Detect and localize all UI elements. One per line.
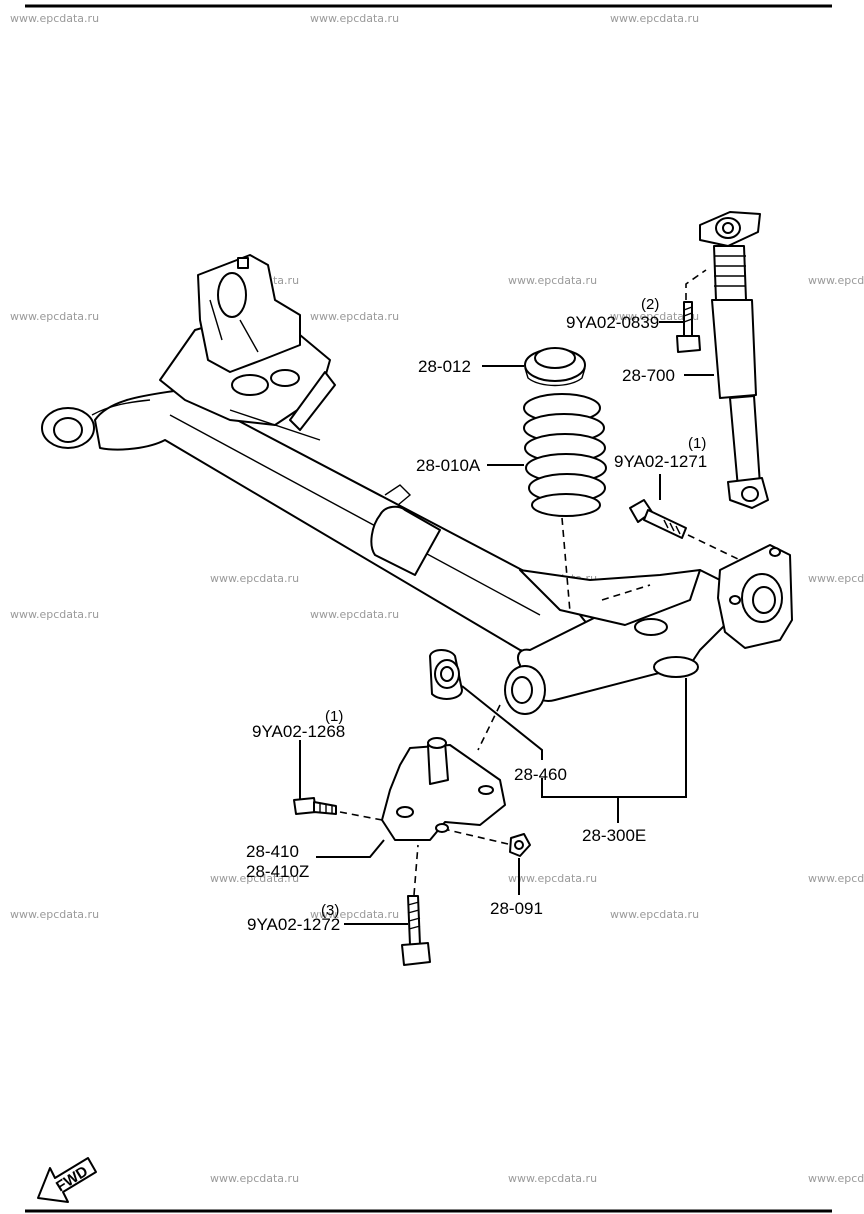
torsion-beam-axle (41, 254, 601, 661)
spring-seat (524, 347, 586, 387)
qty-9ya02-1268: (1) (325, 708, 343, 725)
right-trailing-arm (504, 544, 793, 715)
label-9ya02-1268: 9YA02-1268 (252, 722, 345, 741)
watermark: www.epcdata.ru (610, 12, 699, 25)
label-28-010a: 28-010A (416, 456, 481, 475)
watermark: www.epcdata.ru (808, 274, 864, 287)
bushing (429, 649, 463, 700)
bracket-lower-bolt (401, 895, 431, 966)
fwd-arrow-icon: FWD (37, 1157, 97, 1203)
shock-lower-bolt (629, 499, 687, 539)
watermark: www.epcdata.ru (310, 310, 399, 323)
watermarks: www.epcdata.ru www.epcdata.ru www.epcdat… (10, 12, 864, 1185)
watermark: www.epcdata.ru (310, 12, 399, 25)
watermark: www.epcdata.ru (210, 872, 299, 885)
watermark: www.epcdata.ru (310, 908, 399, 921)
label-9ya02-1272: 9YA02-1272 (247, 915, 340, 934)
label-9ya02-0839: 9YA02-0839 (566, 313, 659, 332)
watermark: www.epcdata.ru (10, 310, 99, 323)
label-28-091: 28-091 (490, 899, 543, 918)
shock-absorber (699, 211, 769, 509)
qty-9ya02-1271: (1) (688, 435, 706, 452)
watermark: www.epcdata.ru (508, 872, 597, 885)
label-28-300e: 28-300E (582, 826, 646, 845)
label-28-700: 28-700 (622, 366, 675, 385)
label-28-012: 28-012 (418, 357, 471, 376)
assembly-lines (339, 269, 741, 896)
bracket-nut (509, 833, 531, 857)
upper-mount-bolt (676, 301, 701, 353)
label-28-410z: 28-410Z (246, 862, 309, 881)
callout-labels: 28-012 (2) 9YA02-0839 28-700 28-010A (1)… (246, 296, 707, 934)
watermark: www.epcdata.ru (10, 12, 99, 25)
watermark: www.epcdata.ru (210, 1172, 299, 1185)
watermark: www.epcdata.ru (610, 310, 699, 323)
label-28-410: 28-410 (246, 842, 299, 861)
bushing-bracket (381, 737, 506, 841)
watermark: www.epcdata.ru (808, 1172, 864, 1185)
watermark: www.epcdata.ru (610, 908, 699, 921)
watermark: www.epcdata.ru (10, 608, 99, 621)
watermark: www.epcdata.ru (808, 872, 864, 885)
qty-9ya02-1272: (3) (321, 902, 339, 919)
bracket-side-bolt (293, 797, 337, 815)
watermark: www.epcdata.ru (508, 274, 597, 287)
watermark: www.epcdata.ru (508, 1172, 597, 1185)
watermark: www.epcdata.ru (310, 608, 399, 621)
coil-spring (523, 393, 607, 517)
watermark: www.epcdata.ru (808, 572, 864, 585)
leader-lines (299, 321, 714, 925)
qty-9ya02-0839: (2) (641, 296, 659, 313)
label-9ya02-1271: 9YA02-1271 (614, 452, 707, 471)
watermark: www.epcdata.ru (10, 908, 99, 921)
label-28-460: 28-460 (514, 765, 567, 784)
watermark: www.epcdata.ru (210, 572, 299, 585)
